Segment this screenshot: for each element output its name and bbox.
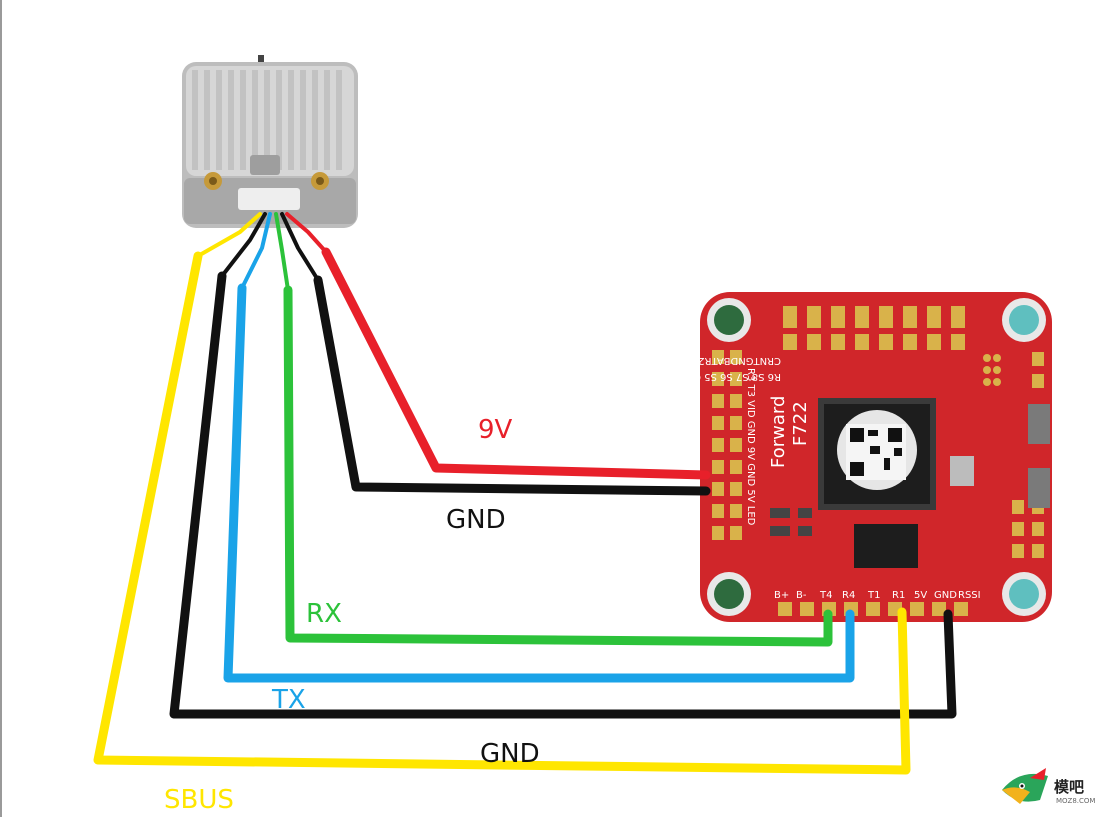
svg-text:R4: R4	[842, 590, 855, 601]
svg-text:T4: T4	[819, 590, 832, 601]
watermark-name: 模吧	[1054, 778, 1084, 796]
wire-stub-yellow	[196, 212, 262, 258]
moz8-logo-icon: 模吧 MOZ8.COM	[1002, 768, 1095, 805]
wire-stub-black	[220, 212, 267, 278]
wire-stub-green	[274, 212, 290, 292]
wire-stub-black2	[280, 212, 320, 282]
label-gnd-top: GND	[446, 505, 506, 535]
receiver-module-icon	[182, 55, 358, 228]
wire-green-rx	[283, 285, 833, 647]
flight-controller-board-icon: CRNTGNDBATR2 T2 C1 GND 5V R6 S8 S7 S6 S5…	[623, 292, 1052, 622]
watermark-site: MOZ8.COM	[1056, 797, 1095, 805]
svg-text:5V: 5V	[914, 590, 927, 601]
label-9v: 9V	[478, 415, 513, 445]
wire-red-9v	[321, 247, 711, 480]
board-top-pads-row1: CRNTGNDBATR2 T2 C1 GND 5V	[623, 355, 781, 366]
svg-text:R1: R1	[892, 590, 905, 601]
wires	[93, 212, 957, 775]
wire-black-gnd-bottom	[169, 271, 957, 719]
svg-text:B+: B+	[774, 590, 789, 601]
wire-yellow-sbus	[93, 251, 911, 775]
board-model: F722	[790, 401, 811, 446]
board-top-pads-row2: R6 S8 S7 S6 S5 C2 GND 5V	[645, 371, 781, 382]
wire-black-gnd-top	[313, 275, 711, 496]
left-border	[0, 0, 2, 817]
svg-text:T1: T1	[867, 590, 880, 601]
board-bottom-pads: B+ B- T4 R4 T1 R1 5V GND RSSI	[774, 590, 981, 601]
label-gnd-bottom: GND	[480, 739, 540, 769]
wire-stub-blue	[240, 212, 272, 290]
board-left-pads: R3 T3 VID GND 9V GND 5V LED	[745, 368, 756, 526]
svg-text:B-: B-	[796, 590, 807, 601]
svg-text:GND: GND	[934, 590, 957, 601]
label-rx: RX	[306, 599, 342, 629]
board-brand: Forward	[768, 396, 789, 468]
svg-text:RSSI: RSSI	[958, 590, 981, 601]
label-tx: TX	[271, 685, 306, 715]
label-sbus: SBUS	[164, 785, 234, 815]
wire-stub-red	[285, 212, 328, 254]
wire-blue-tx	[223, 283, 855, 683]
